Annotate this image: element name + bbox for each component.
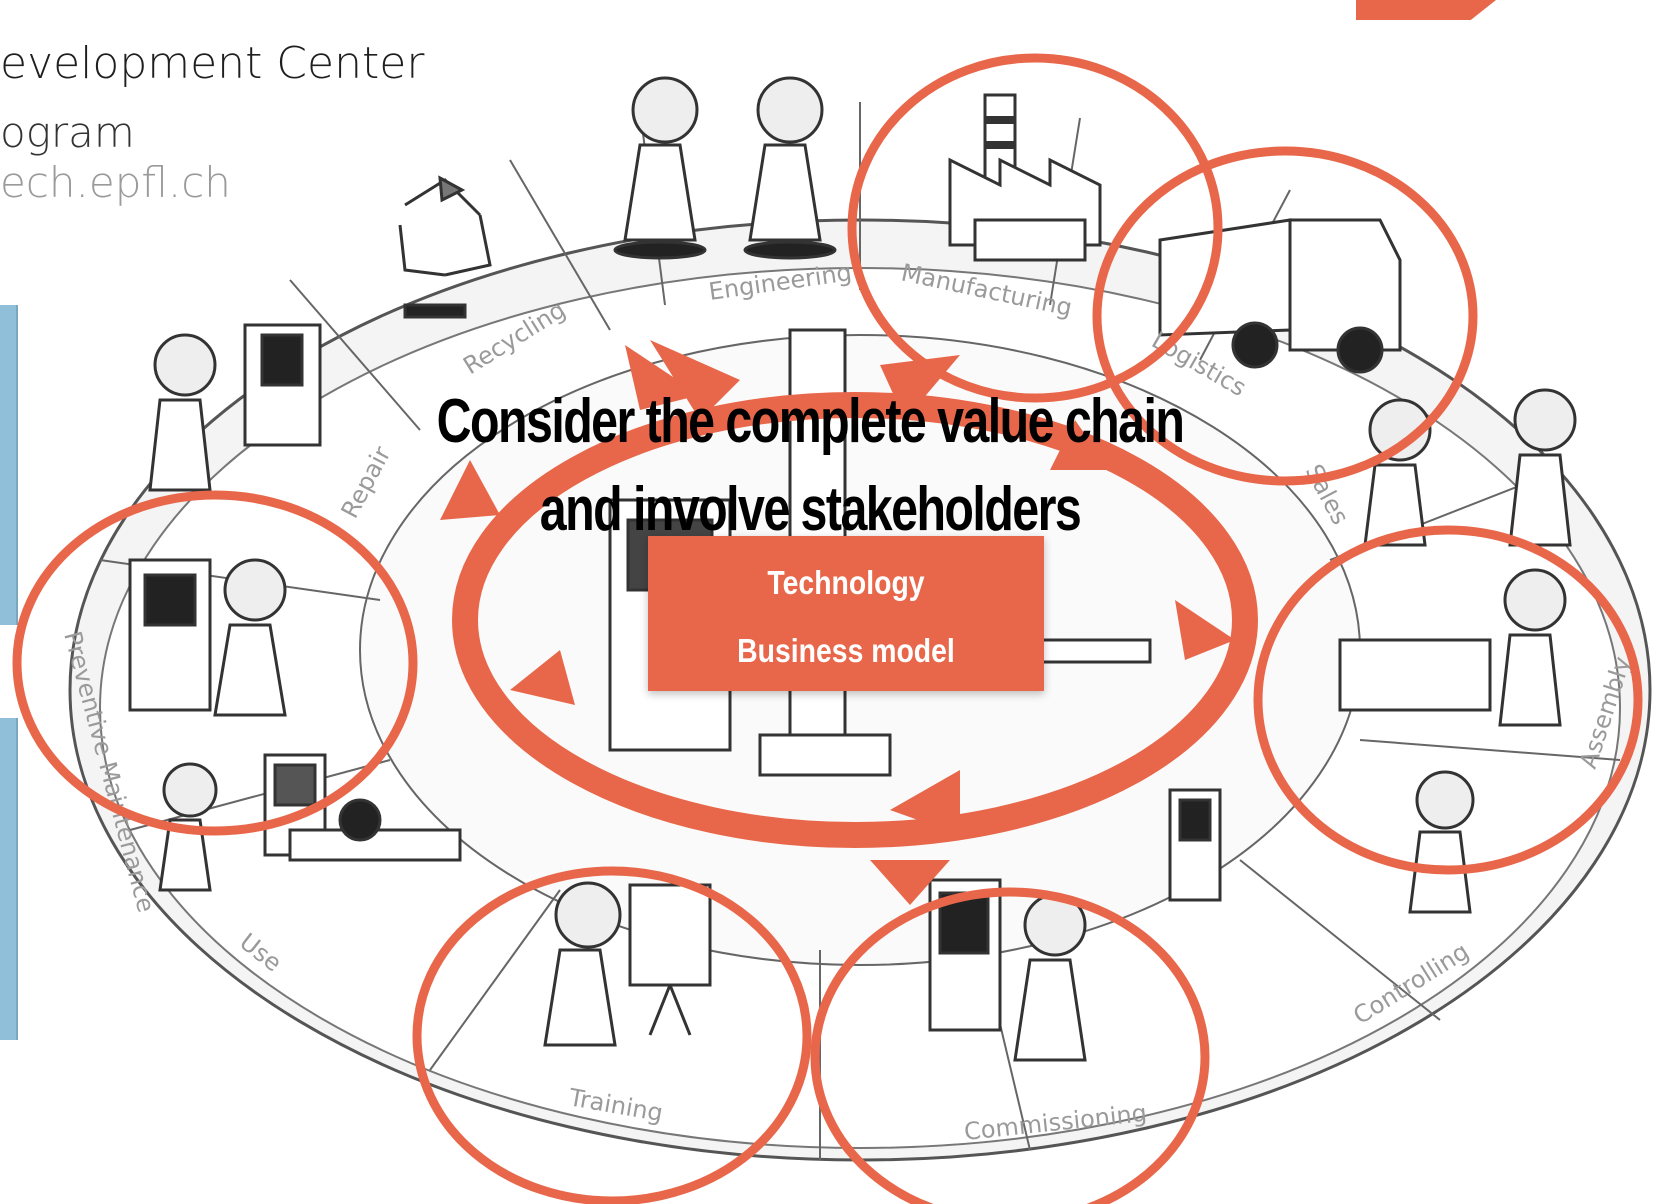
header-program-name: ogram [0,108,135,157]
headline-line-1: Consider the complete value chain [436,387,1185,456]
training-figure [543,881,712,1047]
center-box-business-model: Business model [737,632,955,669]
recycle-icon [398,175,492,319]
side-card-upper [0,305,18,625]
header-website[interactable]: ech.epfl.ch [0,158,231,207]
highlight-logistics [1092,146,1478,486]
highlight-manufacturing [847,53,1223,403]
headline-line-2: and involve stakeholders [539,475,1082,544]
factory-icon [948,93,1102,262]
center-focus-box: Technology Business model [648,536,1044,691]
center-box-technology: Technology [767,564,925,601]
arrowhead [870,860,950,905]
side-card-lower [0,718,18,1040]
repair-figure [148,323,322,492]
divider [289,279,421,431]
central-cycle-ring [452,392,1258,848]
corner-accent-tab [1356,0,1496,20]
divider [429,889,561,1071]
divider [1359,739,1621,761]
truck-icon [1158,218,1402,374]
engineering-figures [613,76,837,260]
stakeholder-highlights [12,53,1643,1204]
feedback-loop [452,392,1258,848]
header-center-name: evelopment Center [0,38,425,89]
divider [1239,859,1441,1021]
sales-figures [1363,388,1577,547]
use-scene [158,753,462,892]
arrowhead [890,770,960,835]
arrowhead [440,460,500,520]
arrowhead [1050,420,1110,470]
highlight-training [412,866,812,1204]
divider [509,159,611,331]
assembly-figure [1338,568,1567,727]
arrowhead [510,650,575,705]
maintenance-figure [128,558,287,717]
arrowhead [625,345,700,410]
highlight-assembly [1253,525,1643,875]
arrowhead [650,340,740,420]
highlight-commissioning [810,887,1210,1204]
arrowhead [1175,600,1235,660]
highlight-preventive-maintenance [12,490,418,836]
divider [129,759,391,831]
